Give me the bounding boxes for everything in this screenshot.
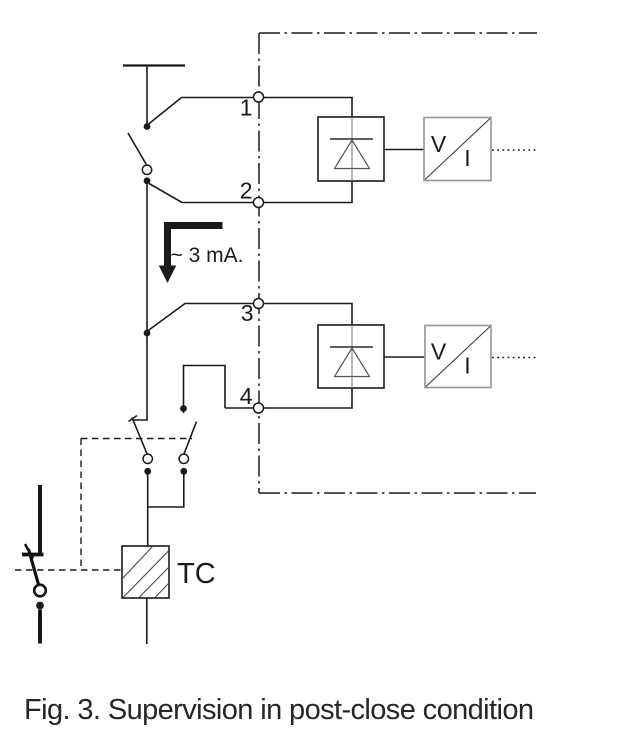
hatched-box-icon [121,545,170,598]
wire-to-terminal-3 [147,302,353,332]
terminal-4-circle [252,402,265,414]
terminal-3-circle [252,297,265,310]
converter-i-label: I [464,145,470,171]
diode-module-1 [317,116,424,182]
down-arrow-icon [164,222,223,266]
terminal-3-label: 3 [241,300,254,326]
trip-coil-label: TC [177,558,216,590]
lower-aux-switch-right [147,421,198,508]
converter-box [423,116,492,182]
wire-terminal-4-loop [182,364,226,413]
upper-aux-switch [127,123,153,185]
vi-converter-1: V I [423,116,538,182]
terminal-1-label: 1 [240,95,253,121]
supply-bar [123,64,185,124]
circuit-breaker-contact [22,485,48,644]
diode-icon [330,325,373,388]
mechanical-link-dashed [15,437,192,571]
junction-dot [180,467,188,475]
wire-join-left [147,474,185,508]
figure-caption: Fig. 3. Supervision in post-close condit… [24,694,534,726]
diode-box [317,324,385,389]
breaker-blade [26,548,41,585]
junction-dot [144,467,152,475]
converter-i-label: I [464,353,470,379]
switch-contact-circle [141,164,153,176]
terminal-4-label: 4 [240,383,253,409]
switch-blade [127,132,147,165]
terminal-block: 1 2 3 4 [240,91,265,414]
wire-to-terminal-2 [148,181,353,204]
converter-box [424,324,492,389]
diode-module-2 [317,324,425,389]
junction-dot [180,405,187,412]
converter-diagonal [424,118,491,180]
converter-diagonal [425,326,491,387]
trip-coil: TC [121,545,216,644]
wire-to-terminal-1 [147,96,353,126]
terminal-2-circle [252,196,265,209]
diode-icon [330,117,373,181]
vi-converter-2: V I [424,324,538,389]
trip-coil-box [121,545,170,599]
switch-contact-circle [142,453,154,465]
current-annotation: ~ 3 mA. [158,222,244,283]
switch-blade [131,417,149,455]
junction-dot [143,177,151,185]
down-arrow-head-icon [158,265,177,283]
lower-aux-switch-left [128,414,154,546]
terminal-2-label: 2 [240,178,253,204]
terminal-1-circle [252,91,265,103]
circuit-diagram: ~ 3 mA. [15,32,538,644]
converter-v-label: V [431,339,447,365]
current-label: ~ 3 mA. [171,244,244,267]
switch-contact-circle [178,453,190,465]
junction-dot [36,601,44,610]
junction-dot [143,329,151,337]
diode-box [317,116,385,182]
relay-boundary [258,32,537,494]
left-conductor [133,183,148,421]
switch-blade [183,421,198,455]
breaker-contact-circle [32,583,48,598]
converter-v-label: V [431,131,447,157]
wire-to-terminal-4 [225,388,353,409]
